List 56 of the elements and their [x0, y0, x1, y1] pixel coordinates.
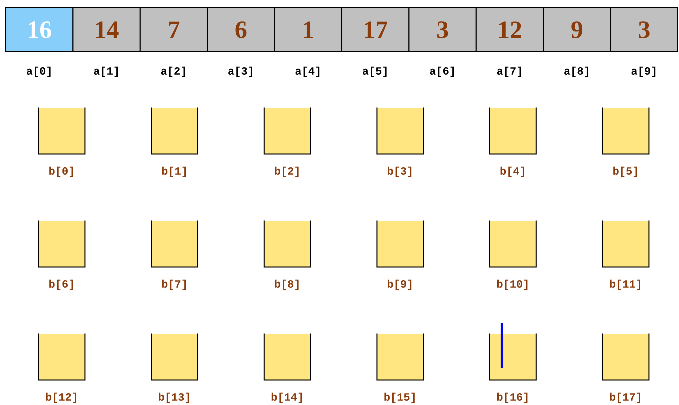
bucket — [490, 220, 537, 268]
index-label: b[0] — [50, 166, 74, 178]
index-label: b[12] — [46, 392, 76, 404]
array-cell: 3 — [610, 8, 678, 52]
index-label: a[4] — [296, 66, 320, 78]
array-cell: 6 — [207, 8, 276, 52]
array-cell: 16 — [6, 8, 74, 52]
index-label: b[4] — [500, 166, 524, 178]
bucket — [602, 107, 650, 155]
bucket — [38, 220, 86, 268]
bucket — [264, 333, 312, 381]
bucket — [151, 107, 198, 155]
bucket — [376, 333, 424, 381]
bucket — [490, 333, 537, 381]
index-label: b[10] — [497, 280, 528, 290]
index-label: b[17] — [610, 392, 640, 404]
index-label: b[5] — [614, 166, 638, 178]
index-label: b[3] — [388, 166, 412, 178]
index-label: b[7] — [162, 280, 186, 290]
array-cell: 7 — [140, 8, 208, 52]
bucket — [602, 333, 650, 381]
index-label: a[6] — [430, 66, 454, 78]
index-label: a[5] — [362, 66, 387, 78]
array-cell: 14 — [72, 8, 141, 52]
array-cell: 12 — [476, 8, 544, 52]
bucket — [264, 107, 312, 155]
index-label: b[1] — [162, 166, 186, 178]
index-label: a[9] — [632, 66, 656, 78]
index-label: b[14] — [272, 392, 302, 404]
bucket — [151, 333, 198, 381]
bucket — [38, 333, 86, 381]
index-label: a[1] — [94, 66, 118, 78]
index-label: a[0] — [26, 66, 51, 78]
index-label: b[2] — [275, 166, 299, 178]
index-label: b[8] — [275, 280, 299, 290]
bucket — [38, 107, 86, 155]
array-cell: 3 — [408, 8, 477, 52]
bucket — [151, 220, 198, 268]
index-label: a[8] — [564, 66, 588, 78]
bucket — [602, 220, 650, 268]
index-label: b[6] — [50, 280, 74, 290]
index-label: a[7] — [497, 66, 522, 78]
index-label: b[11] — [610, 280, 640, 290]
bucket — [264, 220, 312, 268]
index-label: b[15] — [384, 392, 415, 404]
index-label: b[9] — [388, 280, 412, 290]
array-cell: 9 — [543, 8, 612, 52]
index-label: b[16] — [497, 392, 528, 404]
array-cell: 17 — [342, 8, 410, 52]
index-label: a[3] — [228, 66, 252, 78]
bucket — [376, 220, 424, 268]
bucket — [490, 107, 537, 155]
index-label: a[2] — [161, 66, 186, 78]
array-cell: 1 — [274, 8, 342, 52]
index-label: b[13] — [159, 392, 190, 404]
bucket — [376, 107, 424, 155]
